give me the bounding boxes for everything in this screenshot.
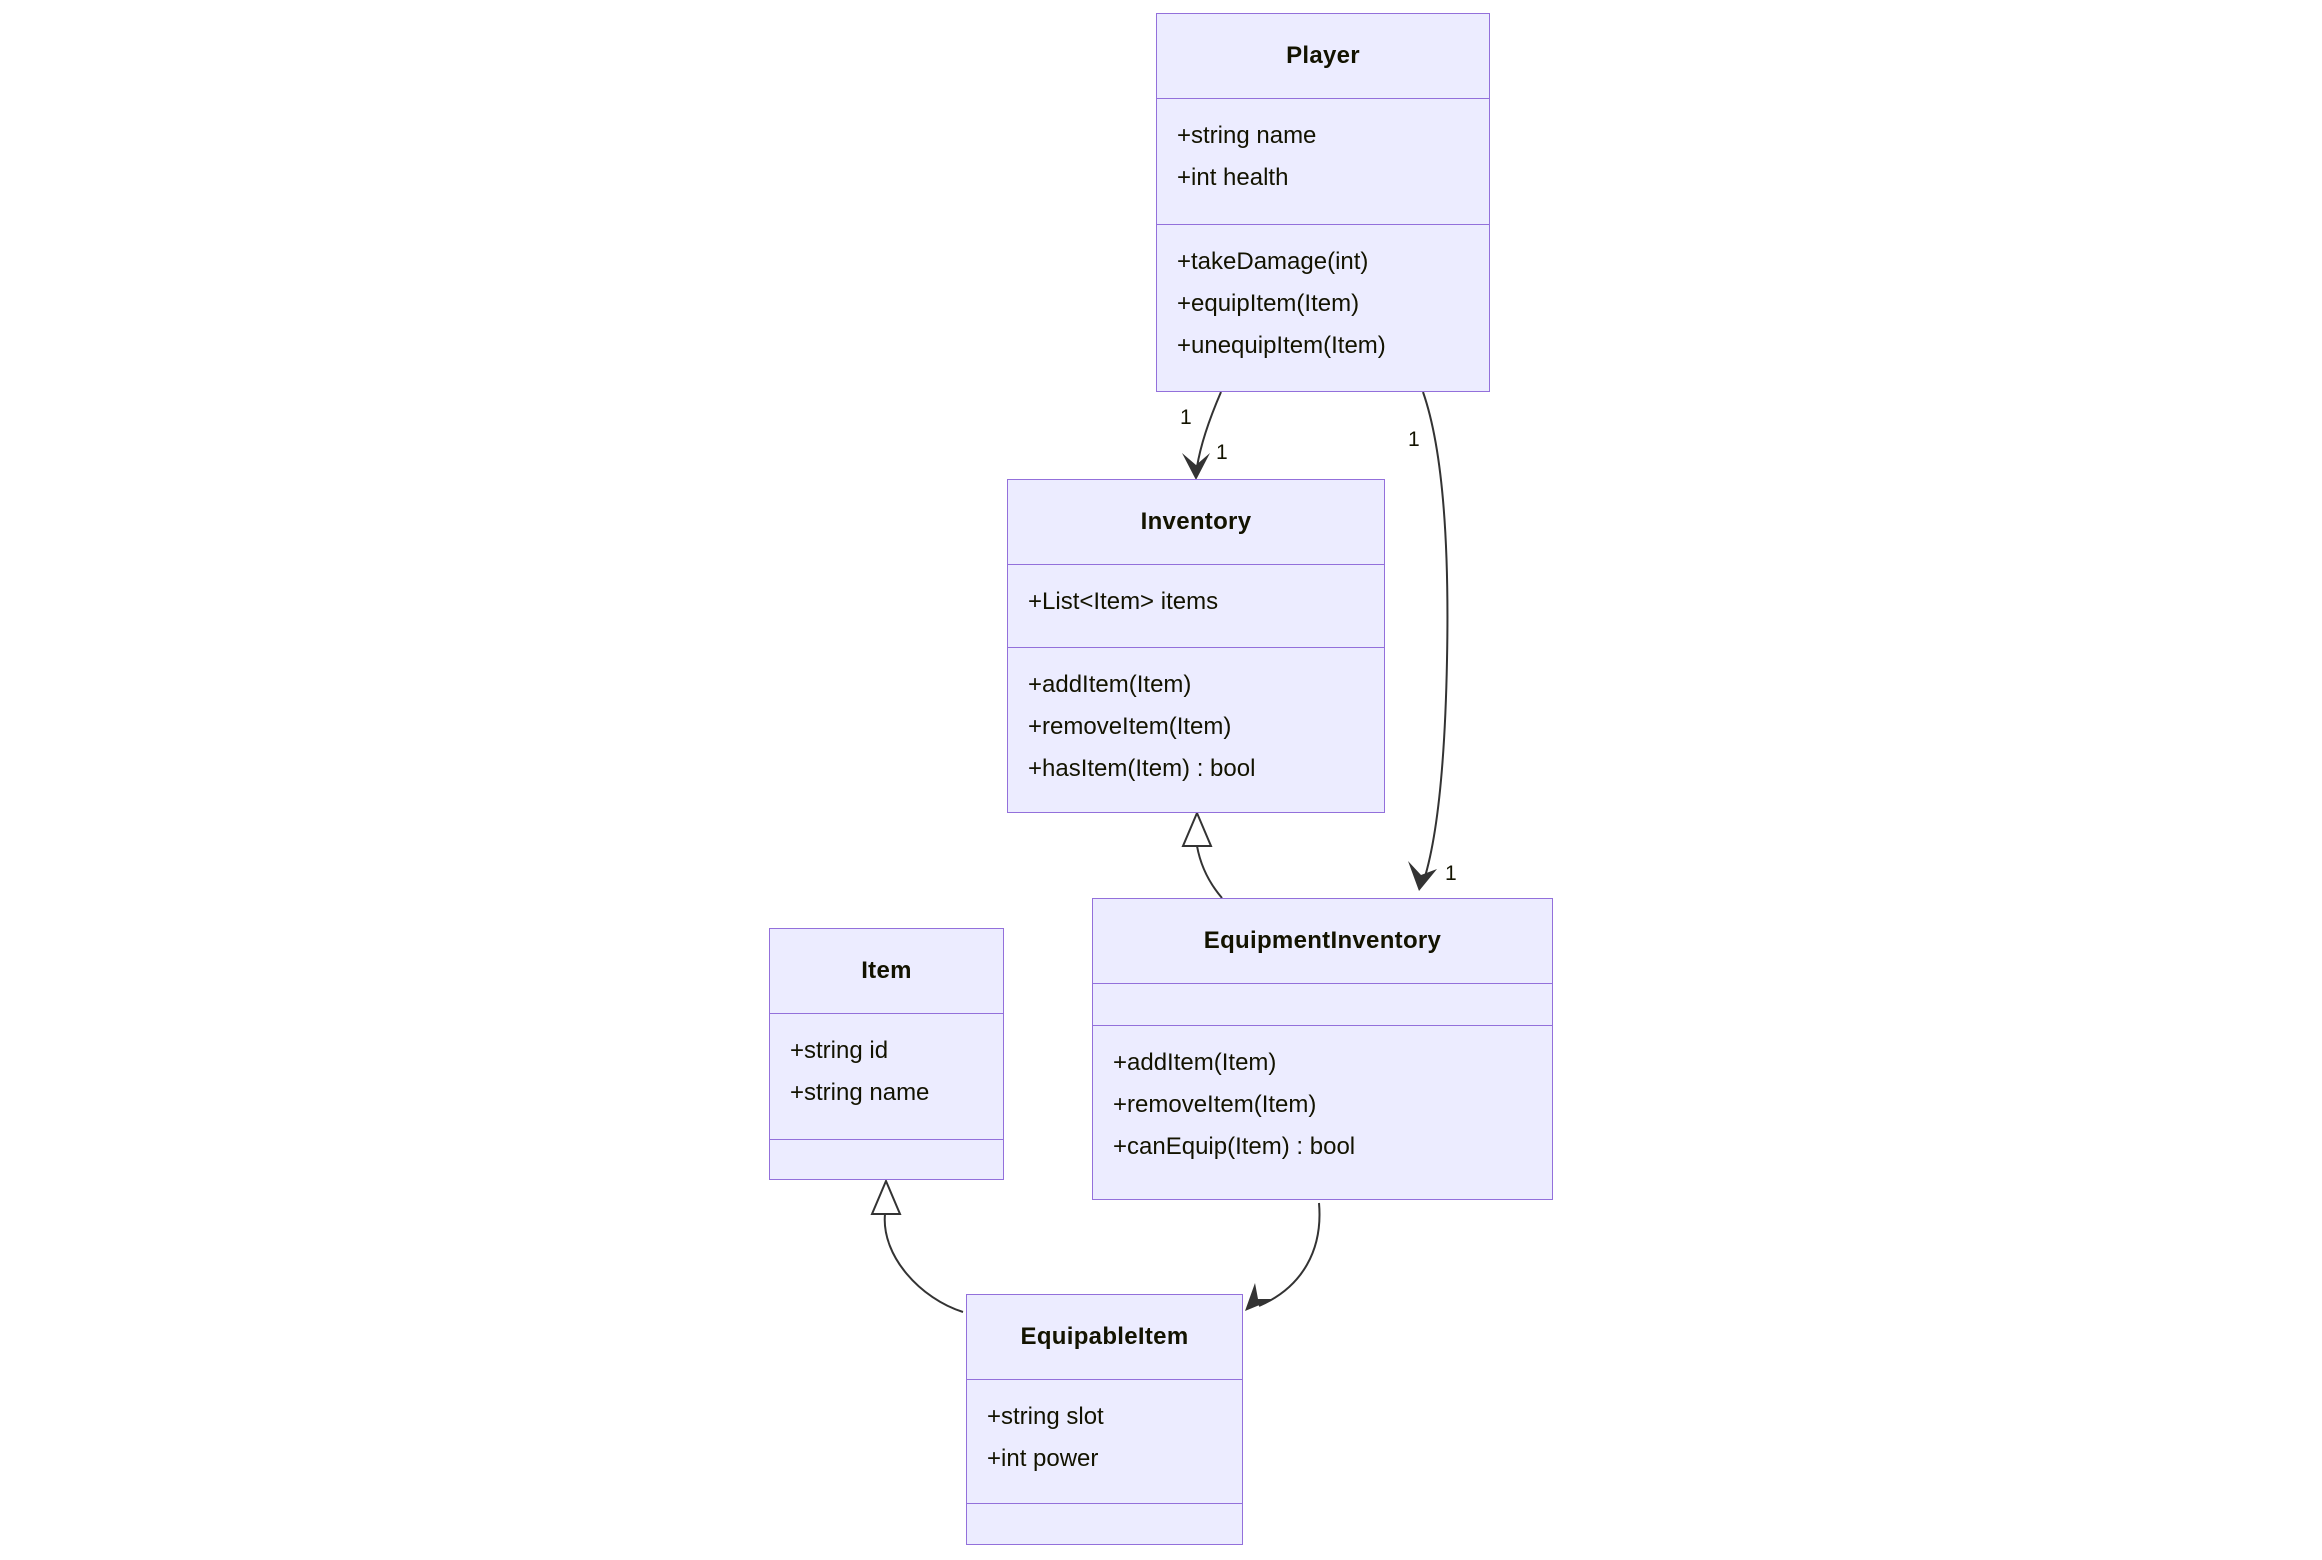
arrowhead-player-to-inventory-icon (1182, 453, 1210, 480)
attribute: +int health (1177, 164, 1289, 191)
methods-player: +takeDamage(int) +equipItem(Item) +unequ… (1157, 224, 1489, 393)
attributes-inventory: +List<Item> items (1008, 564, 1384, 647)
class-box-inventory: Inventory +List<Item> items +addItem(Ite… (1007, 479, 1385, 813)
edge-equipment-inventory-to-equipable-item (1258, 1202, 1321, 1307)
class-box-equipment-inventory: EquipmentInventory +addItem(Item) +remov… (1092, 898, 1553, 1200)
edge-equipment-inventory-to-inventory (1196, 845, 1223, 899)
attributes-item: +string id +string name (770, 1013, 1003, 1139)
class-title-player: Player (1286, 42, 1360, 69)
method: +addItem(Item) (1028, 671, 1192, 698)
multiplicity-player-equipment-inventory-target: 1 (1445, 862, 1457, 885)
method: +canEquip(Item) : bool (1113, 1133, 1356, 1160)
multiplicity-player-inventory-source: 1 (1180, 406, 1192, 429)
inheritance-triangle-inventory-icon (1181, 810, 1213, 847)
multiplicity-player-equipment-inventory-source: 1 (1408, 428, 1420, 451)
class-title-equipable-item: EquipableItem (1020, 1323, 1189, 1350)
class-box-player: Player +string name +int health +takeDam… (1156, 13, 1490, 392)
arrowhead-player-to-equipment-inventory-icon (1408, 861, 1437, 891)
inheritance-triangle-item-icon (870, 1178, 902, 1215)
method: +equipItem(Item) (1177, 290, 1360, 317)
methods-equipable-item-empty (967, 1503, 1242, 1546)
attribute: +string name (790, 1079, 930, 1106)
method: +removeItem(Item) (1113, 1091, 1317, 1118)
methods-equipment-inventory: +addItem(Item) +removeItem(Item) +canEqu… (1093, 1025, 1552, 1201)
attributes-player: +string name +int health (1157, 98, 1489, 224)
method: +addItem(Item) (1113, 1049, 1277, 1076)
attribute: +string slot (987, 1403, 1104, 1430)
attribute: +List<Item> items (1028, 588, 1219, 615)
class-title-equipment-inventory: EquipmentInventory (1203, 927, 1442, 954)
method: +hasItem(Item) : bool (1028, 755, 1256, 782)
class-title-inventory: Inventory (1140, 508, 1252, 535)
multiplicity-player-inventory-target: 1 (1216, 441, 1228, 464)
method: +removeItem(Item) (1028, 713, 1232, 740)
method: +unequipItem(Item) (1177, 332, 1386, 359)
attributes-equipment-inventory-empty (1093, 983, 1552, 1025)
arrowhead-equipment-inventory-to-equipable-item-icon (1245, 1283, 1274, 1311)
methods-item-empty (770, 1139, 1003, 1181)
class-title-item: Item (861, 957, 912, 984)
method: +takeDamage(int) (1177, 248, 1369, 275)
attribute: +int power (987, 1445, 1099, 1472)
attribute: +string name (1177, 122, 1317, 149)
attributes-equipable-item: +string slot +int power (967, 1379, 1242, 1503)
class-box-item: Item +string id +string name (769, 928, 1004, 1180)
edge-equipable-item-to-item (883, 1213, 964, 1313)
methods-inventory: +addItem(Item) +removeItem(Item) +hasIte… (1008, 647, 1384, 814)
edge-player-to-equipment-inventory (1422, 391, 1449, 881)
attribute: +string id (790, 1037, 889, 1064)
class-box-equipable-item: EquipableItem +string slot +int power (966, 1294, 1243, 1545)
